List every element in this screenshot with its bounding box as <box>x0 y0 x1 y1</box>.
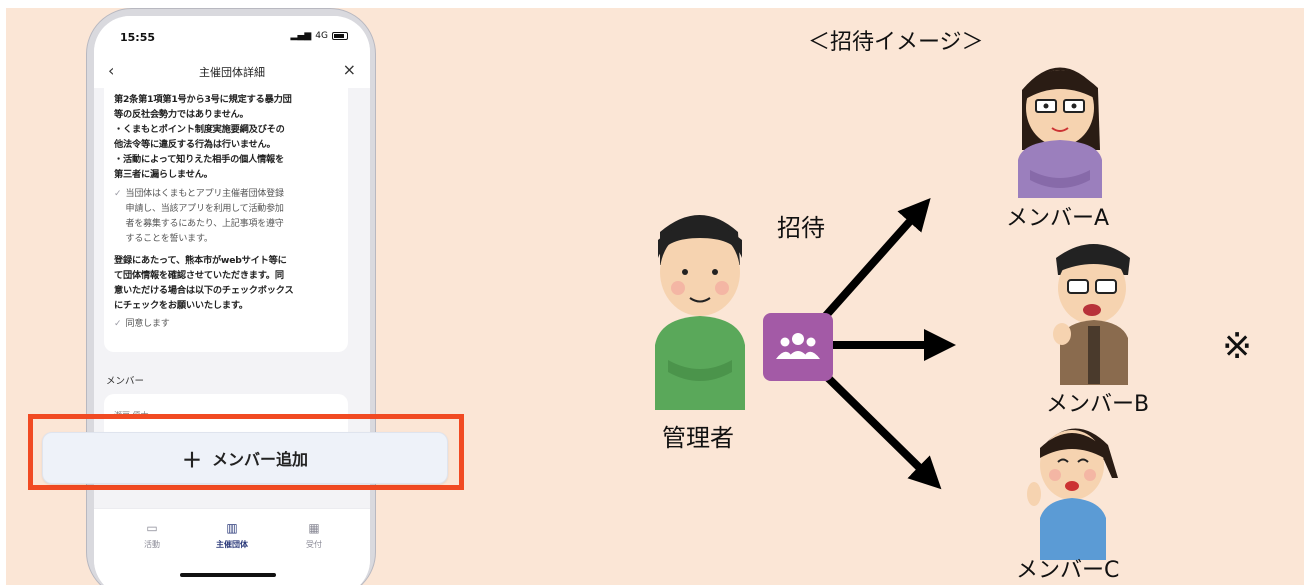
terms-line: 第2条第1項第1号から3号に規定する暴力団 <box>114 94 292 105</box>
page-title: 主催団体詳細 <box>199 66 265 79</box>
ticket-icon: ▭ <box>146 521 158 535</box>
network-label: 4G <box>315 31 328 41</box>
arrow-to-member-a <box>819 198 931 323</box>
building-icon: ▥ <box>226 521 238 535</box>
home-indicator <box>180 573 276 577</box>
pledge-line: することを誓います。 <box>125 234 213 244</box>
pledge-line: 者を募集するにあたり、上記事項を遵守 <box>125 219 284 229</box>
consent-line: 登録にあたって、熊本市がwebサイト等に <box>114 255 287 266</box>
group-icon <box>763 313 833 381</box>
consent-line: 意いただける場合は以下のチェックボックス <box>114 285 294 296</box>
member-c-label: メンバーC <box>1016 558 1120 583</box>
signal-icon: ▂▄▆ <box>290 31 312 41</box>
status-bar: 15:55 ▂▄▆ 4G <box>94 16 370 56</box>
add-member-label: メンバー追加 <box>211 450 308 469</box>
nav-bar: ‹ 主催団体詳細 × <box>94 56 370 88</box>
member-c-illustration <box>1027 428 1118 560</box>
invite-label: 招待 <box>777 214 825 242</box>
pledge-line: 申請し、当該アプリを利用して活動参加 <box>125 204 284 214</box>
status-icons: ▂▄▆ 4G <box>291 31 348 41</box>
members-section-label: メンバー <box>106 376 145 387</box>
admin-person-illustration <box>655 215 745 410</box>
tab-label: 受付 <box>306 540 322 549</box>
people-icon <box>776 333 820 359</box>
member-a-label: メンバーA <box>1006 206 1110 231</box>
member-b-label: メンバーB <box>1046 392 1150 417</box>
phone-screen: 15:55 ▂▄▆ 4G ‹ 主催団体詳細 × 第2条第1項第1号から3号に規定… <box>94 16 370 585</box>
pledge-line: 当団体はくまもとアプリ主催者団体登録 <box>125 189 284 199</box>
tab-bar: ▭ 活動 ▥ 主催団体 ▦ 受付 <box>94 508 370 585</box>
terms-line: ・くまもとポイント制度実施要綱及びその <box>114 124 285 135</box>
arrow-to-member-c <box>819 369 942 490</box>
checkmark-icon: ✓ <box>114 319 122 329</box>
back-icon[interactable]: ‹ <box>108 61 115 80</box>
tab-reception[interactable]: ▦ 受付 <box>284 521 344 550</box>
tab-organizer[interactable]: ▥ 主催団体 <box>202 521 262 550</box>
consent-line: て団体情報を確認させていただきます。同 <box>114 270 284 281</box>
qr-icon: ▦ <box>308 521 320 535</box>
note-mark: ※ <box>1222 326 1253 367</box>
plus-icon: ＋ <box>181 447 202 472</box>
status-time: 15:55 <box>120 31 156 44</box>
member-a-illustration <box>1018 67 1102 198</box>
agree-label: 同意します <box>125 319 170 329</box>
close-icon[interactable]: × <box>342 60 356 79</box>
terms-line: ・活動によって知りえた相手の個人情報を <box>114 154 285 165</box>
pledge-checkbox[interactable]: ✓ 当団体はくまもとアプリ主催者団体登録 申請し、当該アプリを利用して活動参加 … <box>114 187 338 247</box>
admin-label: 管理者 <box>662 424 734 452</box>
battery-icon <box>332 32 348 40</box>
highlight-frame <box>28 414 464 490</box>
tab-label: 主催団体 <box>216 540 248 549</box>
consent-line: にチェックをお願いいたします。 <box>114 300 248 311</box>
agree-checkbox[interactable]: ✓ 同意します <box>114 317 338 332</box>
tab-activity[interactable]: ▭ 活動 <box>122 521 182 550</box>
tab-label: 活動 <box>144 540 160 549</box>
terms-line: 他法令等に違反する行為は行いません。 <box>114 139 276 150</box>
terms-line: 等の反社会勢力ではありません。 <box>114 109 249 120</box>
add-member-button[interactable]: ＋ メンバー追加 <box>42 432 448 484</box>
diagram-title: ＜招待イメージ＞ <box>808 30 984 55</box>
terms-card: 第2条第1項第1号から3号に規定する暴力団 等の反社会勢力ではありません。 ・く… <box>104 88 348 352</box>
member-b-illustration <box>1053 244 1130 385</box>
checkmark-icon: ✓ <box>114 189 122 199</box>
terms-line: 第三者に漏らしません。 <box>114 169 213 180</box>
